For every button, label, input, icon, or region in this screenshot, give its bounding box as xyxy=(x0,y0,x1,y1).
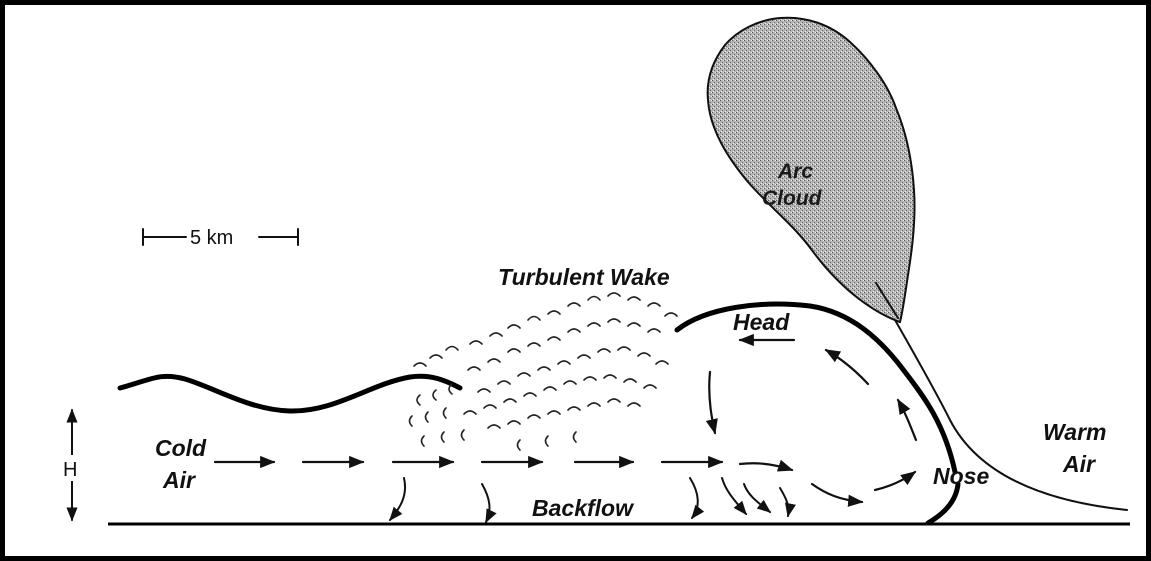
warm-inflow-line xyxy=(894,319,1128,511)
nose-label: Nose xyxy=(933,463,989,489)
cold-air-flow-arrows xyxy=(213,455,794,472)
backflow-label: Backflow xyxy=(532,495,635,521)
cold-pool-top xyxy=(117,373,463,414)
arc-cloud-label-2: Cloud xyxy=(762,187,823,210)
head-label: Head xyxy=(733,309,790,335)
height-label: H xyxy=(63,459,77,481)
height-scale: H xyxy=(62,408,82,522)
arc-cloud xyxy=(706,16,916,324)
turbulent-wake xyxy=(408,292,678,451)
warm-air-label-1: Warm xyxy=(1043,419,1107,445)
nose-hook xyxy=(925,481,961,526)
scale-label: 5 km xyxy=(190,227,233,249)
warm-air-label-2: Air xyxy=(1062,451,1096,477)
distance-scale: 5 km xyxy=(142,227,299,249)
turbulent-wake-label: Turbulent Wake xyxy=(498,264,670,290)
head-boundary xyxy=(674,301,958,475)
backflow-eddies xyxy=(389,477,796,524)
cold-air-label-2: Air xyxy=(162,467,196,493)
arc-cloud-label-1: Arc xyxy=(777,160,813,183)
cloud-stem xyxy=(875,282,899,319)
cold-air-label-1: Cold xyxy=(155,435,207,461)
head-circulation xyxy=(705,348,918,507)
